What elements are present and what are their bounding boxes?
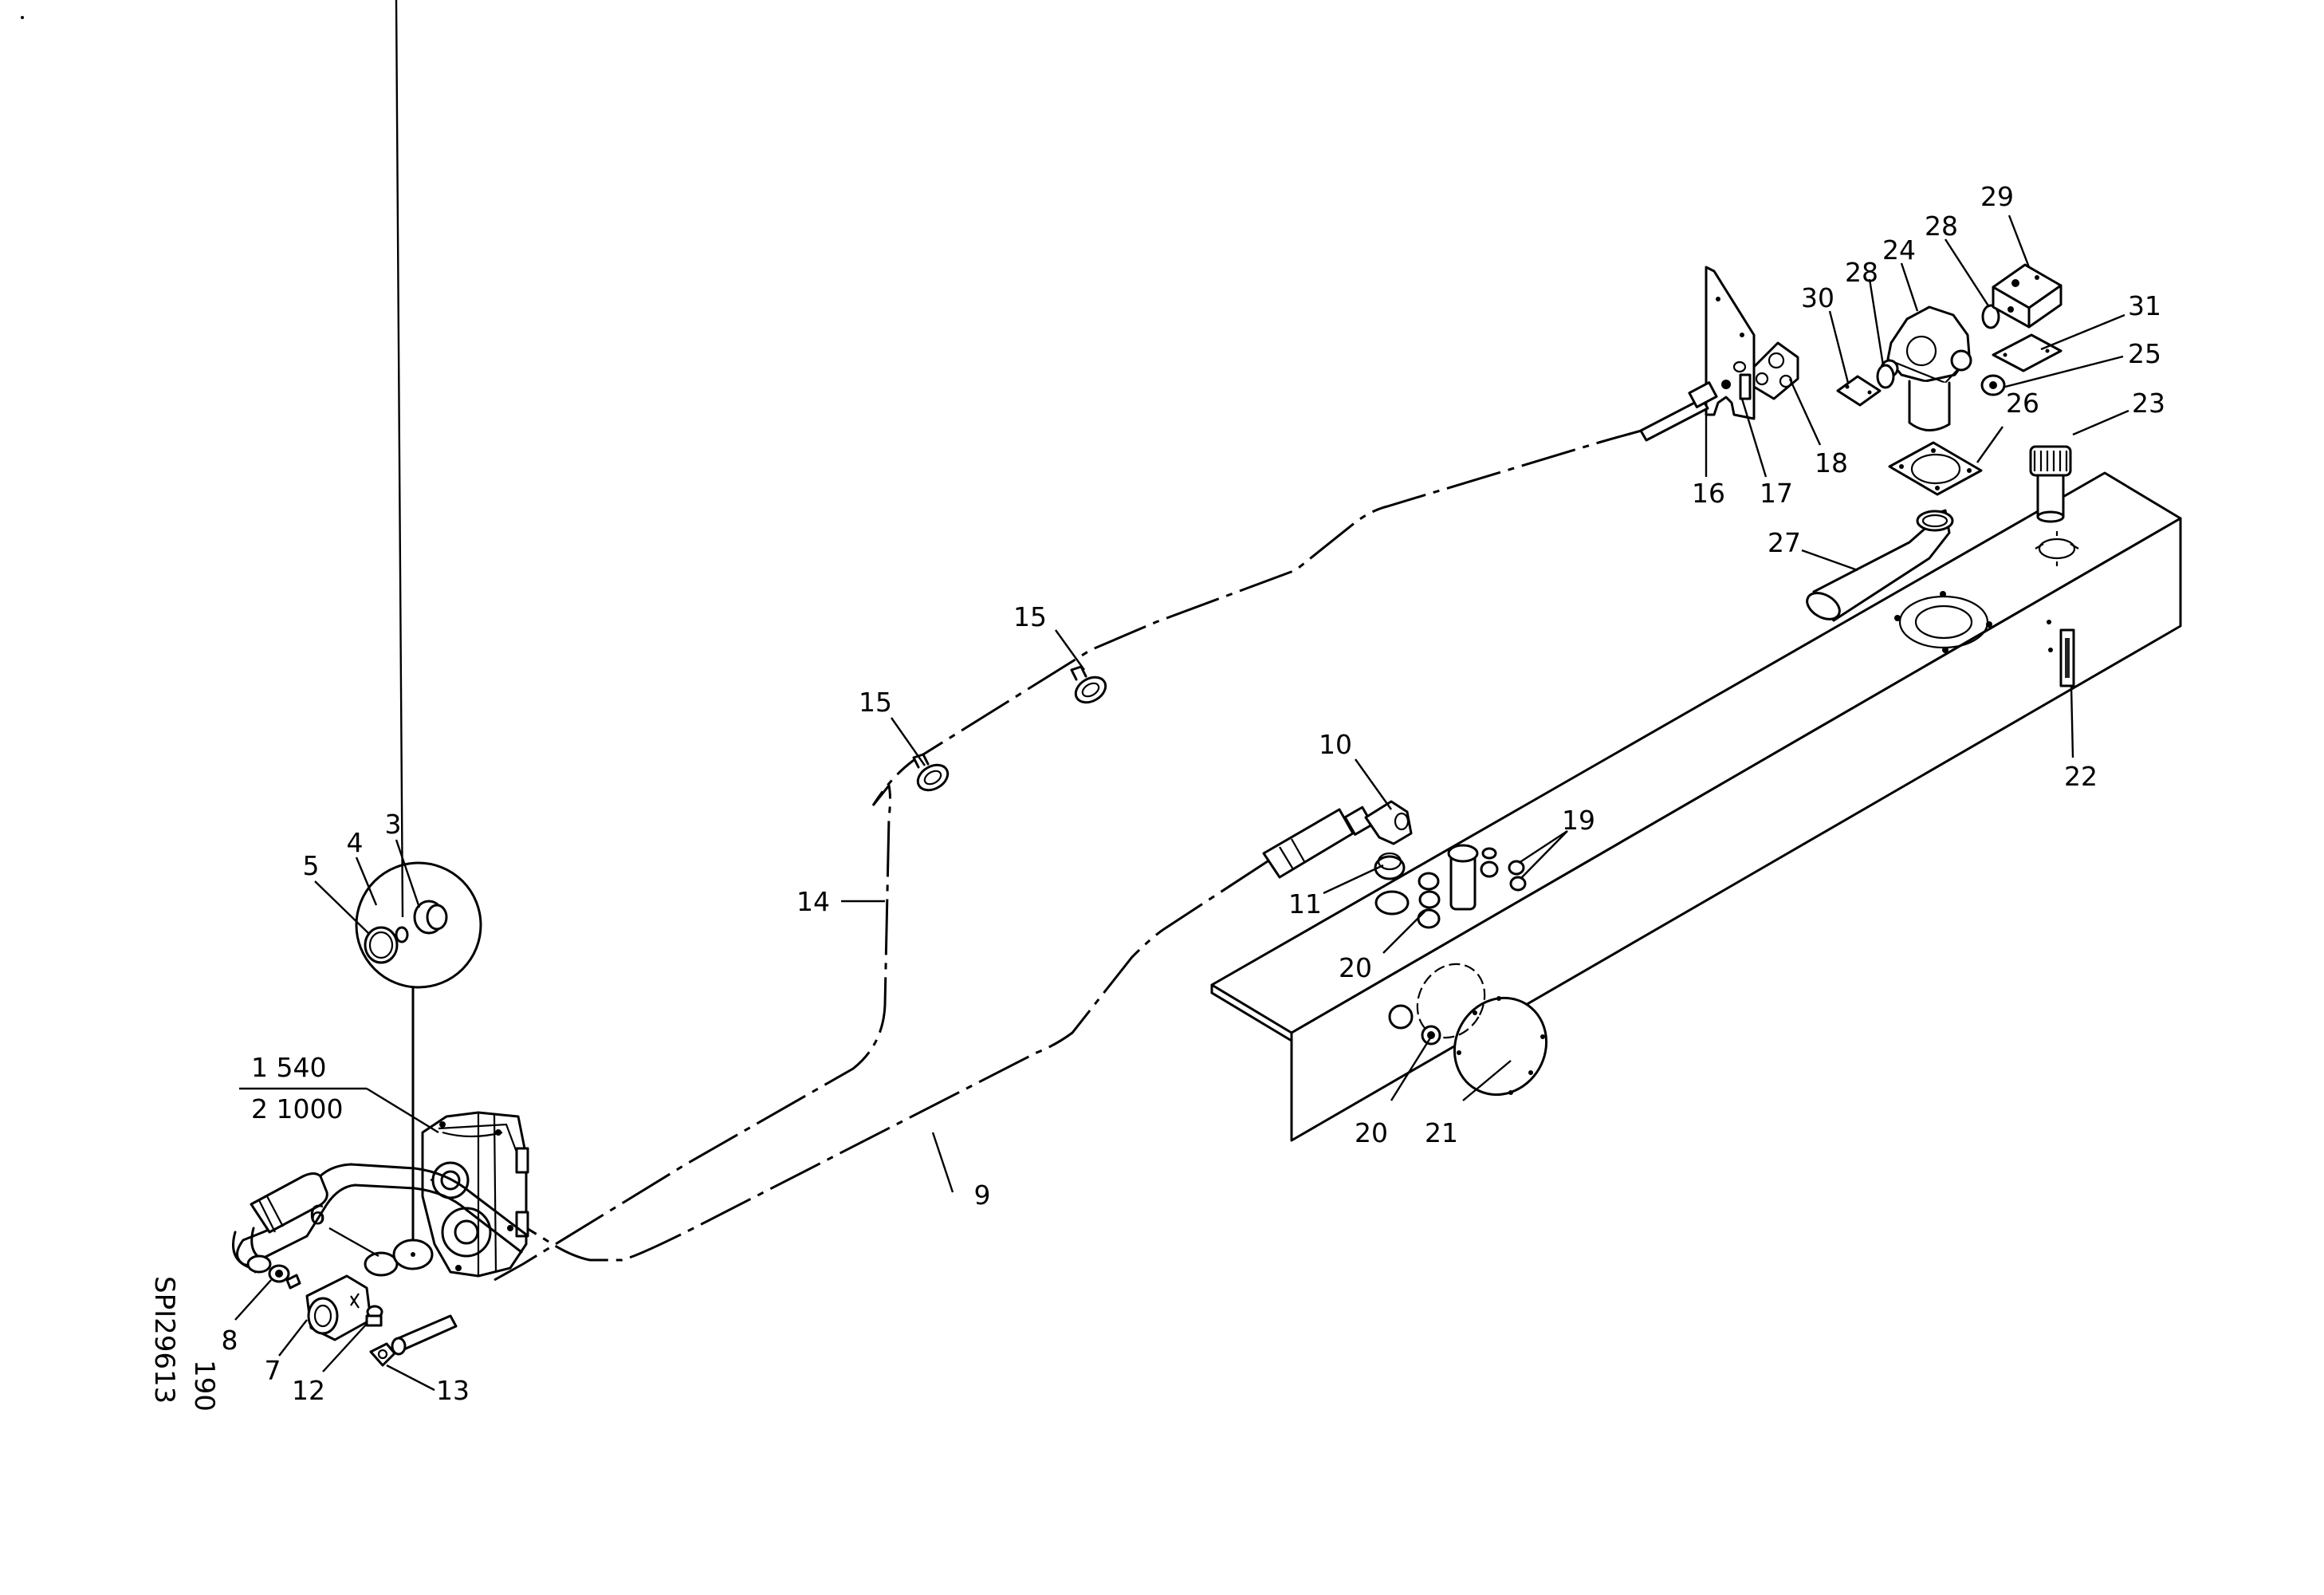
callout-7: 7: [265, 1355, 281, 1386]
hydraulic-tank: [1210, 471, 2182, 1142]
pump-small-parts: [268, 1239, 458, 1367]
callout-19: 19: [1562, 805, 1595, 836]
hose-14-end: [1639, 381, 1718, 442]
drawing-code-sub: 190: [188, 1360, 220, 1412]
callout-14: 14: [796, 886, 830, 917]
callout-12: 12: [292, 1375, 325, 1406]
level-gauge: [2047, 620, 2075, 687]
callout-6: 6: [309, 1199, 326, 1231]
callout-22: 22: [2064, 761, 2098, 792]
callout-4: 4: [347, 827, 364, 858]
hose-9-end: [1262, 800, 1413, 879]
callout-15a: 15: [859, 687, 892, 718]
pump-spec-line-1: 1 540: [251, 1052, 326, 1083]
callout-10: 10: [1319, 729, 1352, 760]
pump-spec-label: 1 540 2 1000: [251, 1052, 343, 1124]
callout-17: 17: [1760, 478, 1793, 509]
suction-tube: [232, 1163, 528, 1274]
callout-29: 29: [1980, 181, 2014, 212]
drawing-code: SPI29613 190: [148, 1276, 220, 1412]
clamp-15a: [912, 753, 950, 792]
callout-31: 31: [2128, 290, 2161, 321]
return-filter-assembly: [1806, 263, 2072, 622]
drawing-code-main: SPI29613: [148, 1276, 180, 1404]
callout-21: 21: [1425, 1117, 1458, 1148]
callout-3: 3: [385, 809, 402, 840]
callout-9: 9: [974, 1180, 991, 1211]
callout-16: 16: [1692, 478, 1725, 509]
callout-18: 18: [1815, 447, 1848, 478]
tank-top-fittings: [1374, 844, 1527, 929]
callout-26: 26: [2006, 388, 2039, 419]
hose-9: [494, 860, 1268, 1262]
hose-14: [494, 427, 1651, 1282]
callout-11: 11: [1288, 888, 1322, 920]
pump-spec-line-2: 2 1000: [251, 1093, 343, 1124]
leader-lines: [234, 0, 2129, 1392]
callout-28b: 28: [1925, 211, 1958, 242]
callout-5: 5: [303, 850, 320, 881]
callout-24: 24: [1882, 234, 1916, 266]
clamp-15b: [1070, 665, 1107, 704]
callout-25: 25: [2128, 338, 2161, 369]
callout-20a: 20: [1339, 952, 1372, 983]
callout-13: 13: [436, 1375, 470, 1406]
callout-8: 8: [222, 1325, 238, 1356]
callout-28a: 28: [1845, 257, 1878, 288]
callout-23: 23: [2132, 388, 2165, 419]
corner-mark: [21, 16, 24, 19]
mounting-bracket: [1705, 266, 1799, 420]
callout-27: 27: [1768, 527, 1801, 558]
callout-15b: 15: [1013, 601, 1047, 632]
callout-30: 30: [1801, 282, 1834, 313]
callout-20b: 20: [1355, 1117, 1388, 1148]
detail-circle: [355, 861, 482, 1255]
callout-labels: 3 4 5 6 7 8 9 10 11 12 13 14 15 15 16 17…: [222, 181, 2166, 1406]
